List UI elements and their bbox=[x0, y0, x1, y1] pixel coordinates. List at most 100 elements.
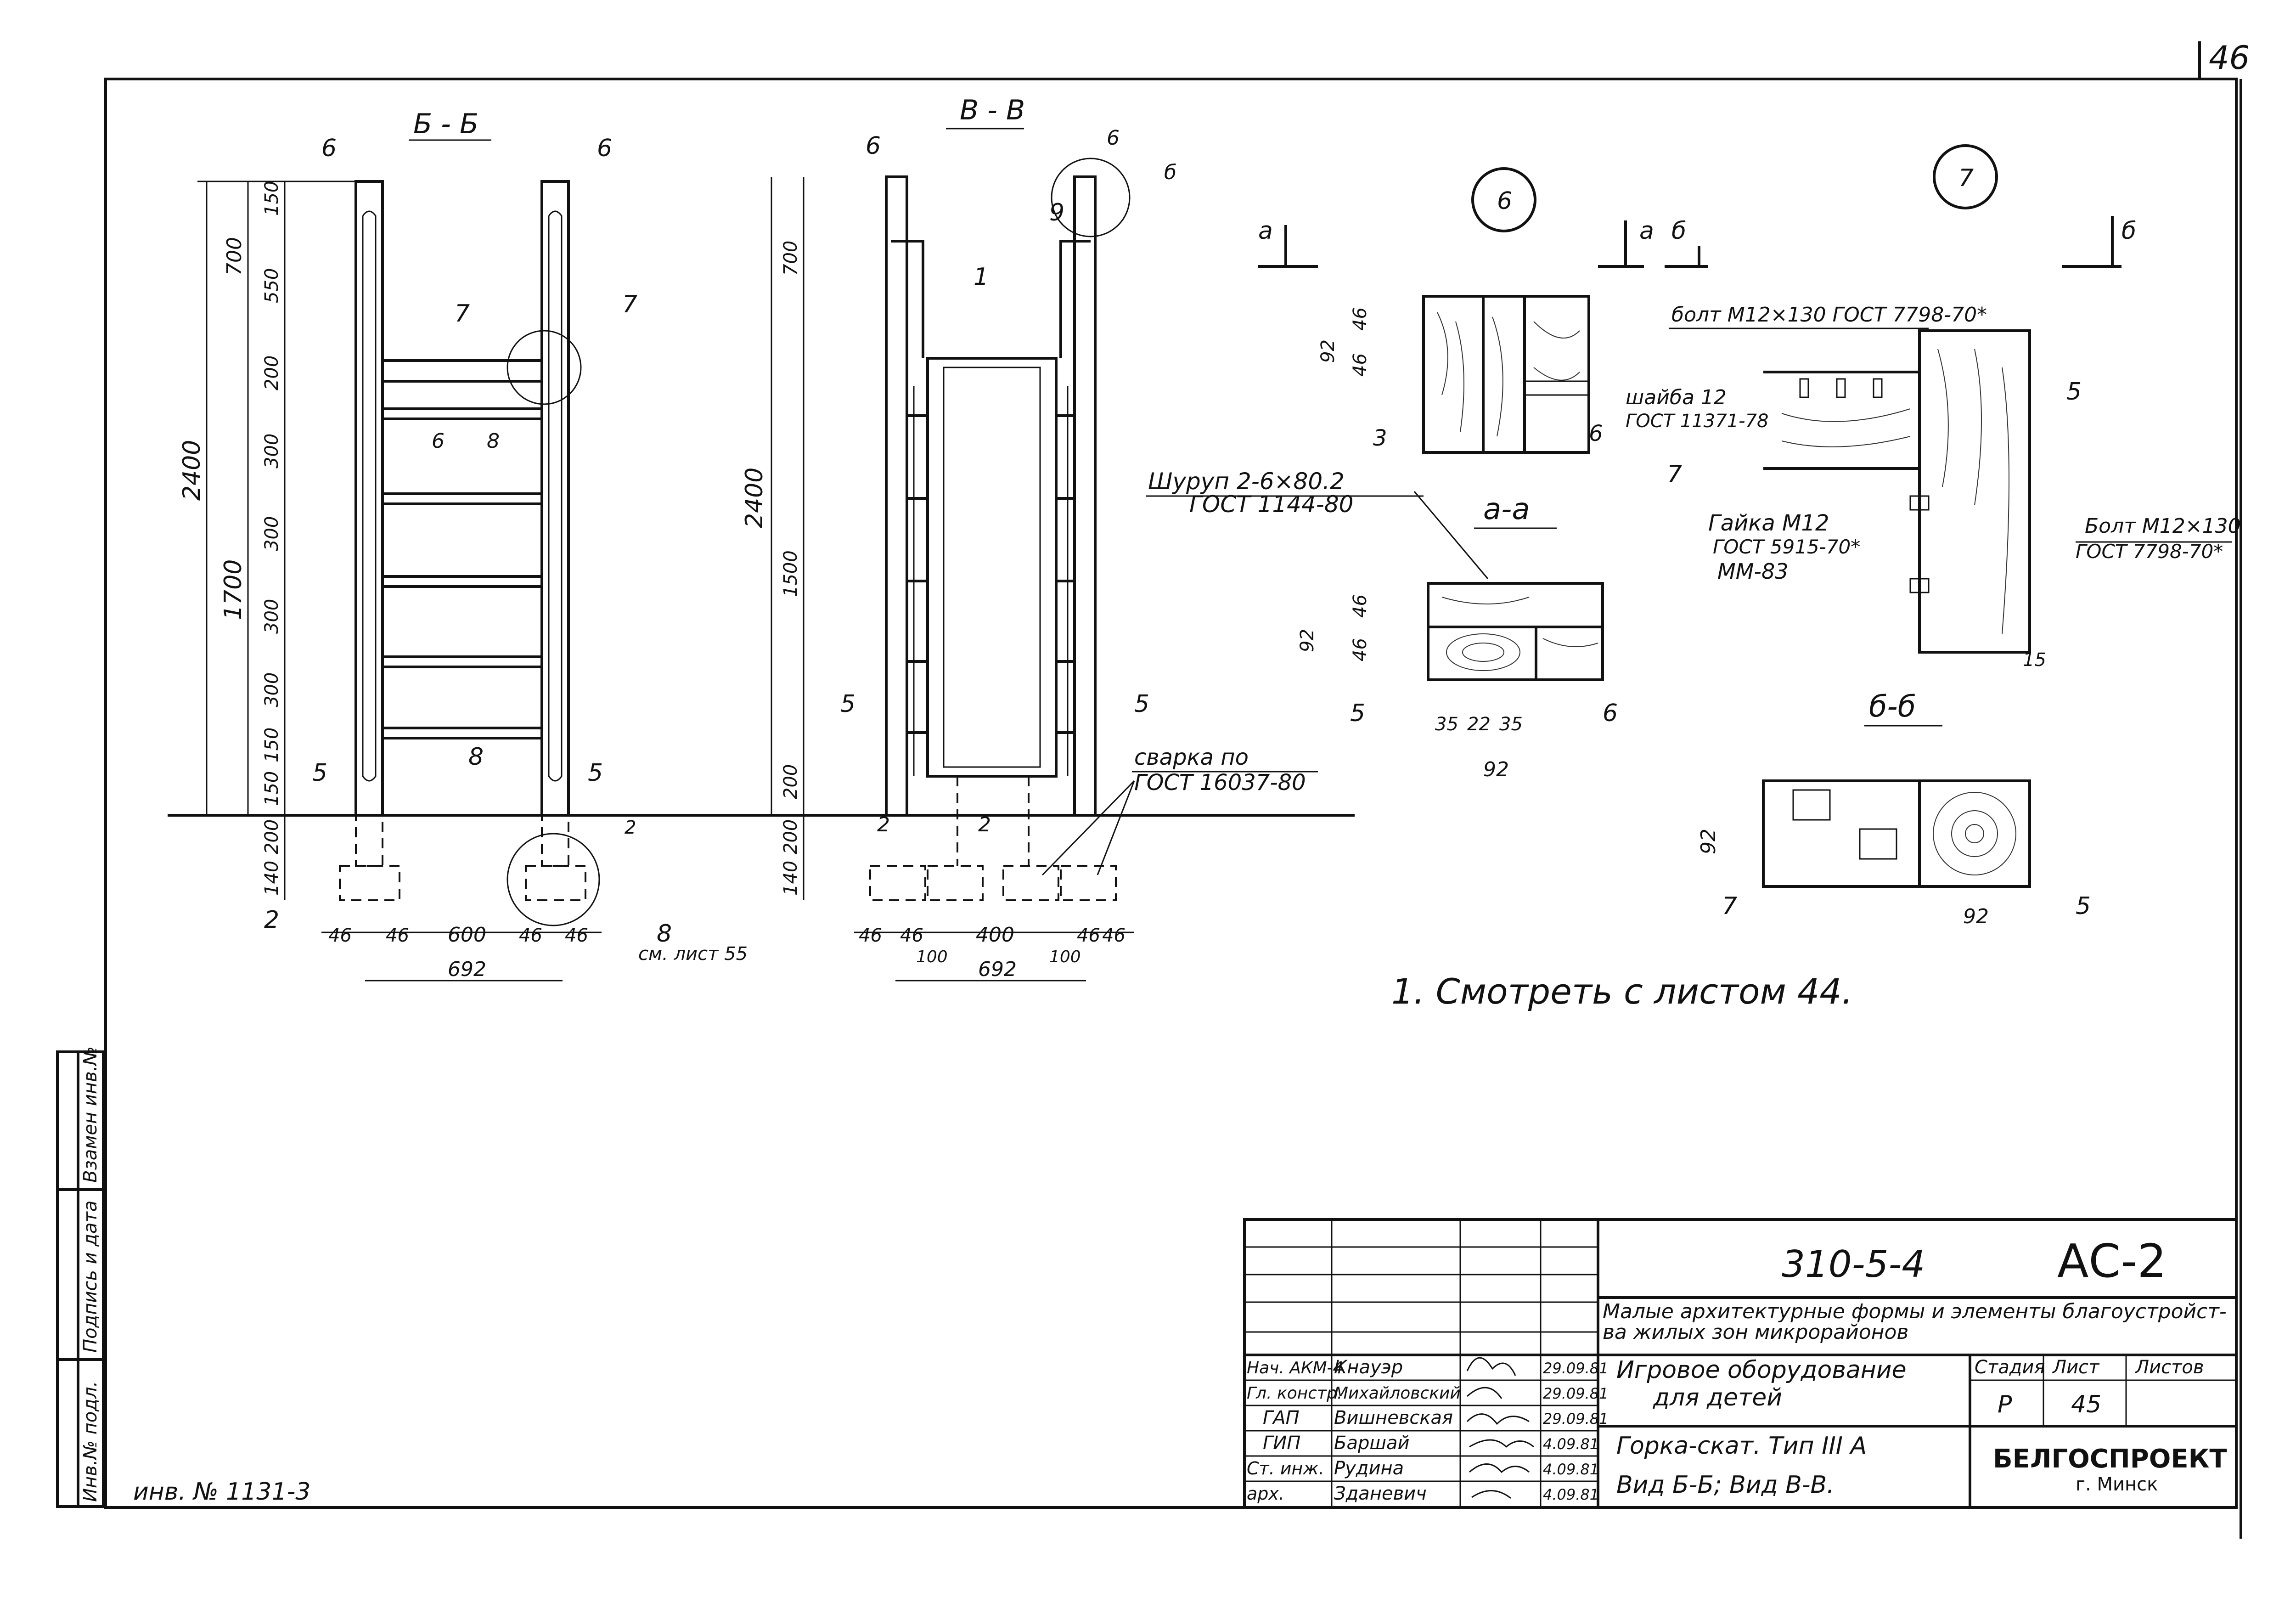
drawing-label: 5 bbox=[1134, 690, 1149, 718]
date-5: 4.09.81 bbox=[1543, 1461, 1599, 1478]
drawing-label: а bbox=[1258, 217, 1273, 245]
drawing-label: 46 bbox=[1350, 307, 1371, 331]
drawing-label: 400 bbox=[976, 923, 1014, 947]
drawing-label: 7 bbox=[1667, 461, 1682, 488]
drawing-label: 5 bbox=[312, 759, 327, 787]
section-aa-title: а-а bbox=[1483, 492, 1530, 526]
drawing-label: 5 bbox=[1350, 700, 1365, 727]
drawing-label: 6 bbox=[866, 132, 881, 160]
drawing-line-1: Горка-скат. Тип III А bbox=[1616, 1432, 1867, 1460]
project-line-1: Малые архитектурные формы и элементы бла… bbox=[1603, 1300, 2227, 1323]
date-1: 29.09.81 bbox=[1543, 1360, 1609, 1377]
drawing-label: б bbox=[1164, 161, 1176, 184]
drawing-label: 8 bbox=[468, 743, 484, 771]
date-3: 29.09.81 bbox=[1543, 1410, 1609, 1428]
drawing-label: 46 bbox=[1350, 353, 1371, 377]
node-6-circle bbox=[1471, 167, 1536, 232]
strip-original-inv: Инв.№ подл. bbox=[80, 1381, 101, 1502]
drawing-label: 46 bbox=[386, 925, 409, 946]
drawing-label: 6 bbox=[432, 429, 445, 453]
drawing-label: 35 bbox=[1435, 714, 1458, 735]
name-6: Зданевич bbox=[1334, 1483, 1427, 1504]
org-name: БЕЛГОСПРОЕКТ bbox=[1993, 1444, 2227, 1474]
nut-note-3: ММ-83 bbox=[1717, 559, 1789, 584]
name-4: Баршай bbox=[1334, 1433, 1409, 1454]
role-2: Гл. констр. bbox=[1247, 1384, 1342, 1403]
drawing-label: 140 bbox=[261, 861, 282, 896]
left-strip: Взамен инв.№ Подпись и дата Инв.№ подл. bbox=[56, 1046, 105, 1508]
drawing-label: 300 bbox=[261, 672, 282, 707]
name-1: Кнауэр bbox=[1334, 1357, 1403, 1378]
drawing-label: 46 bbox=[1102, 925, 1125, 946]
drawing-label: 150 bbox=[261, 181, 282, 216]
view-bb-title: Б - Б bbox=[413, 108, 478, 140]
inventory-number: инв. № 1131-3 bbox=[133, 1478, 310, 1506]
view-bb: Б - Б 6 6 7 7 6 8 5 bbox=[168, 108, 1355, 982]
drawing-label: 100 bbox=[1049, 948, 1081, 966]
sheet-code: АС-2 bbox=[2057, 1234, 2167, 1288]
drawing-label: Лист bbox=[2052, 1357, 2100, 1378]
drawing-label: 8 bbox=[487, 429, 500, 453]
drawing-label: 140 bbox=[780, 861, 801, 896]
drawing-label: 300 bbox=[261, 434, 282, 468]
drawing-label: 5 bbox=[2066, 378, 2082, 406]
drawing-label: 92 bbox=[1697, 829, 1720, 854]
drawing-label: 2 bbox=[264, 906, 279, 934]
title-block: 310-5-4 АС-2 Малые архитектурные формы и… bbox=[1243, 1218, 2238, 1509]
section-bb-title: б-б bbox=[1869, 690, 1916, 724]
drawing-label: 6 bbox=[1107, 126, 1120, 150]
node-6: 6 а а б 92 46 46 3 6 Шуруп 2-6×80.2 ГОСТ… bbox=[1146, 167, 1708, 781]
drawing-label: 9 bbox=[1049, 199, 1064, 226]
drawing-label: 200 bbox=[780, 764, 801, 799]
right-post bbox=[540, 180, 570, 817]
date-4: 4.09.81 bbox=[1543, 1435, 1599, 1453]
rung bbox=[381, 407, 543, 420]
drawing-label: б bbox=[2122, 217, 2136, 245]
drawing-label: а bbox=[1639, 217, 1654, 245]
weld-note-1: сварка по bbox=[1134, 745, 1249, 770]
drawing-label: б bbox=[1671, 217, 1686, 245]
drawing-label: 2 bbox=[978, 813, 991, 836]
drawing-label: 92 bbox=[1317, 339, 1339, 363]
role-4: ГИП bbox=[1263, 1433, 1300, 1454]
drawing-label: Листов bbox=[2134, 1357, 2204, 1378]
drawing-label: 7 bbox=[1958, 164, 1974, 192]
drawing-label: 3 bbox=[1373, 425, 1387, 451]
drawing-label: 150 bbox=[261, 728, 282, 762]
rung bbox=[381, 575, 543, 588]
signature-scribble bbox=[1466, 1357, 1534, 1499]
drawing-label: 692 bbox=[978, 958, 1017, 981]
general-note: 1. Смотреть с листом 44. bbox=[1391, 971, 1853, 1012]
sheet-value: 45 bbox=[2071, 1391, 2101, 1418]
node-7-circle bbox=[1933, 144, 1998, 209]
drawing-label: 700 bbox=[223, 237, 246, 276]
drawing-label: 1700 bbox=[219, 559, 247, 620]
role-1: Нач. АКМ-4 bbox=[1247, 1359, 1343, 1377]
stage-value: Р bbox=[1998, 1391, 2012, 1418]
name-3: Вишневская bbox=[1334, 1407, 1453, 1428]
screw-note-2: ГОСТ 1144-80 bbox=[1189, 491, 1353, 518]
strip-replaced-inv: Взамен инв.№ bbox=[80, 1046, 101, 1183]
rung bbox=[381, 655, 543, 668]
drawing-label: 46 bbox=[859, 925, 882, 946]
drawing-label: 2 bbox=[625, 817, 636, 838]
drawing-label: 7 bbox=[1722, 892, 1737, 920]
drawing-label: 15 bbox=[2023, 649, 2046, 671]
washer-note-1: шайба 12 bbox=[1626, 386, 1727, 409]
drawing-label: 7 bbox=[622, 291, 637, 318]
drawing-label: 5 bbox=[840, 690, 855, 718]
drawing-label: 700 bbox=[780, 241, 801, 276]
bolt-right-note-2: ГОСТ 7798-70* bbox=[2076, 540, 2223, 563]
bolt-top-note: болт М12×130 ГОСТ 7798-70* bbox=[1671, 303, 1987, 327]
object-line-2: для детей bbox=[1653, 1384, 1782, 1411]
drawing-label: 6 bbox=[1497, 187, 1512, 215]
node-7: 7 б болт М12×130 ГОСТ 7798-70* шайба 12 … bbox=[1626, 144, 2241, 928]
screw-note-1: Шуруп 2-6×80.2 bbox=[1148, 468, 1345, 495]
drawing-label: 92 bbox=[1297, 629, 1318, 652]
drawing-label: 2400 bbox=[741, 468, 768, 528]
drawing-label: 8 bbox=[657, 920, 672, 948]
left-post bbox=[355, 180, 384, 817]
drawing-label: 300 bbox=[261, 599, 282, 634]
nut-note-2: ГОСТ 5915-70* bbox=[1713, 536, 1860, 558]
